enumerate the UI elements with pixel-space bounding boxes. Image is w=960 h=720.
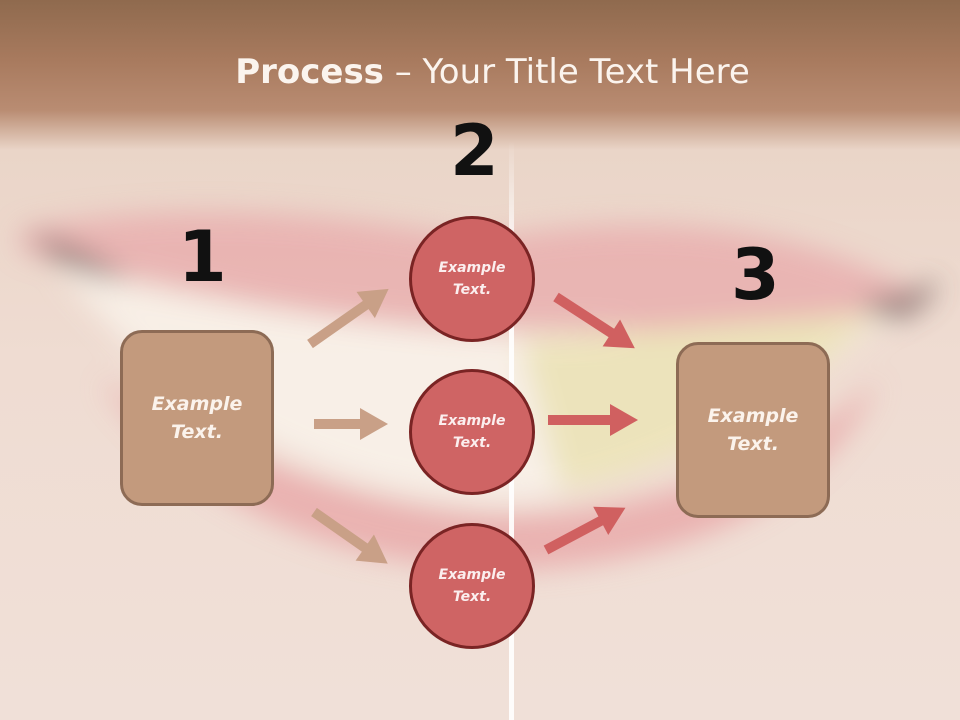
circle-top-text: Example Text. xyxy=(438,259,506,298)
arrow-right-middle xyxy=(548,404,638,436)
title-bold: Process xyxy=(235,52,384,92)
step-number-2: 2 xyxy=(450,110,499,192)
circle-middle-text: Example Text. xyxy=(438,412,506,451)
step-2-circle-top: Example Text. xyxy=(409,216,535,342)
step-number-3: 3 xyxy=(731,234,780,316)
step-2-circle-middle: Example Text. xyxy=(409,369,535,495)
step-1-text: Example Text. xyxy=(151,392,243,444)
step-number-1: 1 xyxy=(178,216,227,298)
arrow-right-down xyxy=(553,292,635,349)
slide-title: Process – Your Title Text Here xyxy=(0,52,960,92)
step-3-box: Example Text. xyxy=(676,342,830,518)
step-2-circle-bottom: Example Text. xyxy=(409,523,535,649)
arrow-left-down xyxy=(311,507,388,564)
arrow-left-middle xyxy=(314,408,388,440)
title-rest: – Your Title Text Here xyxy=(383,52,750,92)
arrow-right-up xyxy=(543,506,626,555)
step-3-text: Example Text. xyxy=(707,404,799,456)
arrow-left-up xyxy=(307,288,389,349)
step-1-box: Example Text. xyxy=(120,330,274,506)
circle-bottom-text: Example Text. xyxy=(438,566,506,605)
